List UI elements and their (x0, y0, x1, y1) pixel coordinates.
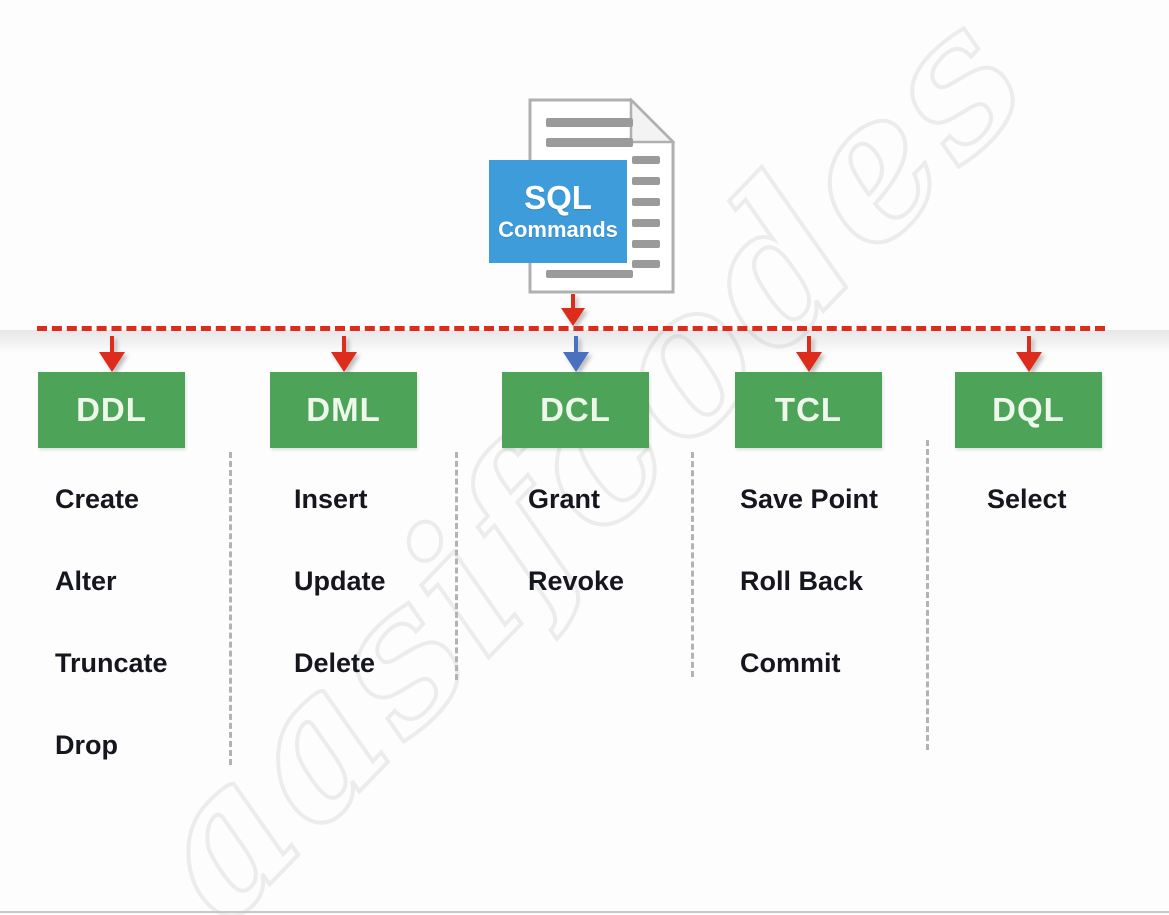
category-box-tcl: TCL (735, 372, 882, 448)
bottom-edge-line (0, 911, 1169, 913)
command-item: Roll Back (740, 565, 864, 596)
category-label: TCL (774, 391, 843, 428)
category-label: DDL (76, 391, 147, 428)
command-item: Create (55, 483, 140, 514)
red-dashed-divider (37, 326, 1105, 331)
command-item: Alter (55, 565, 117, 596)
command-item: Insert (294, 483, 368, 514)
category-box-dcl: DCL (502, 372, 649, 448)
arrow-stem (342, 336, 346, 352)
arrow-to-ddl-icon (99, 336, 125, 372)
arrow-head (563, 352, 589, 372)
command-item: Revoke (528, 565, 625, 596)
command-item: Commit (740, 647, 841, 678)
command-item: Drop (55, 729, 118, 760)
category-label: DQL (992, 391, 1065, 428)
column-separator (691, 452, 694, 677)
sql-commands-badge: SQL Commands (489, 160, 627, 263)
divider-shadow-band (0, 330, 1169, 354)
command-item: Grant (528, 483, 601, 514)
arrow-to-dml-icon (331, 336, 357, 372)
category-box-dql: DQL (955, 372, 1102, 448)
arrow-stem (110, 336, 114, 352)
arrow-head (796, 352, 822, 372)
command-item: Select (987, 483, 1067, 514)
category-items-tcl: Save Point Roll Back Commit (740, 458, 878, 704)
category-box-dml: DML (270, 372, 417, 448)
arrow-head (561, 308, 585, 326)
category-items-dql: Select (987, 458, 1067, 540)
category-items-ddl: Create Alter Truncate Drop (55, 458, 168, 786)
column-separator (229, 452, 232, 765)
arrow-stem (1027, 336, 1031, 352)
arrow-stem (571, 294, 575, 308)
command-item: Update (294, 565, 386, 596)
command-item: Truncate (55, 647, 168, 678)
column-separator (926, 440, 929, 750)
category-items-dcl: Grant Revoke (528, 458, 624, 622)
arrow-head (331, 352, 357, 372)
arrow-to-tcl-icon (796, 336, 822, 372)
arrow-to-dql-icon (1016, 336, 1042, 372)
category-label: DCL (540, 391, 611, 428)
arrow-stem (574, 336, 578, 352)
arrow-source-down-icon (561, 294, 585, 326)
category-items-dml: Insert Update Delete (294, 458, 386, 704)
command-item: Delete (294, 647, 376, 678)
arrow-head (99, 352, 125, 372)
arrow-to-dcl-icon (563, 336, 589, 372)
arrow-stem (807, 336, 811, 352)
category-label: DML (306, 391, 381, 428)
arrow-head (1016, 352, 1042, 372)
badge-title: SQL (524, 178, 592, 216)
category-box-ddl: DDL (38, 372, 185, 448)
badge-subtitle: Commands (498, 216, 618, 242)
command-item: Save Point (740, 483, 879, 514)
column-separator (455, 452, 458, 680)
